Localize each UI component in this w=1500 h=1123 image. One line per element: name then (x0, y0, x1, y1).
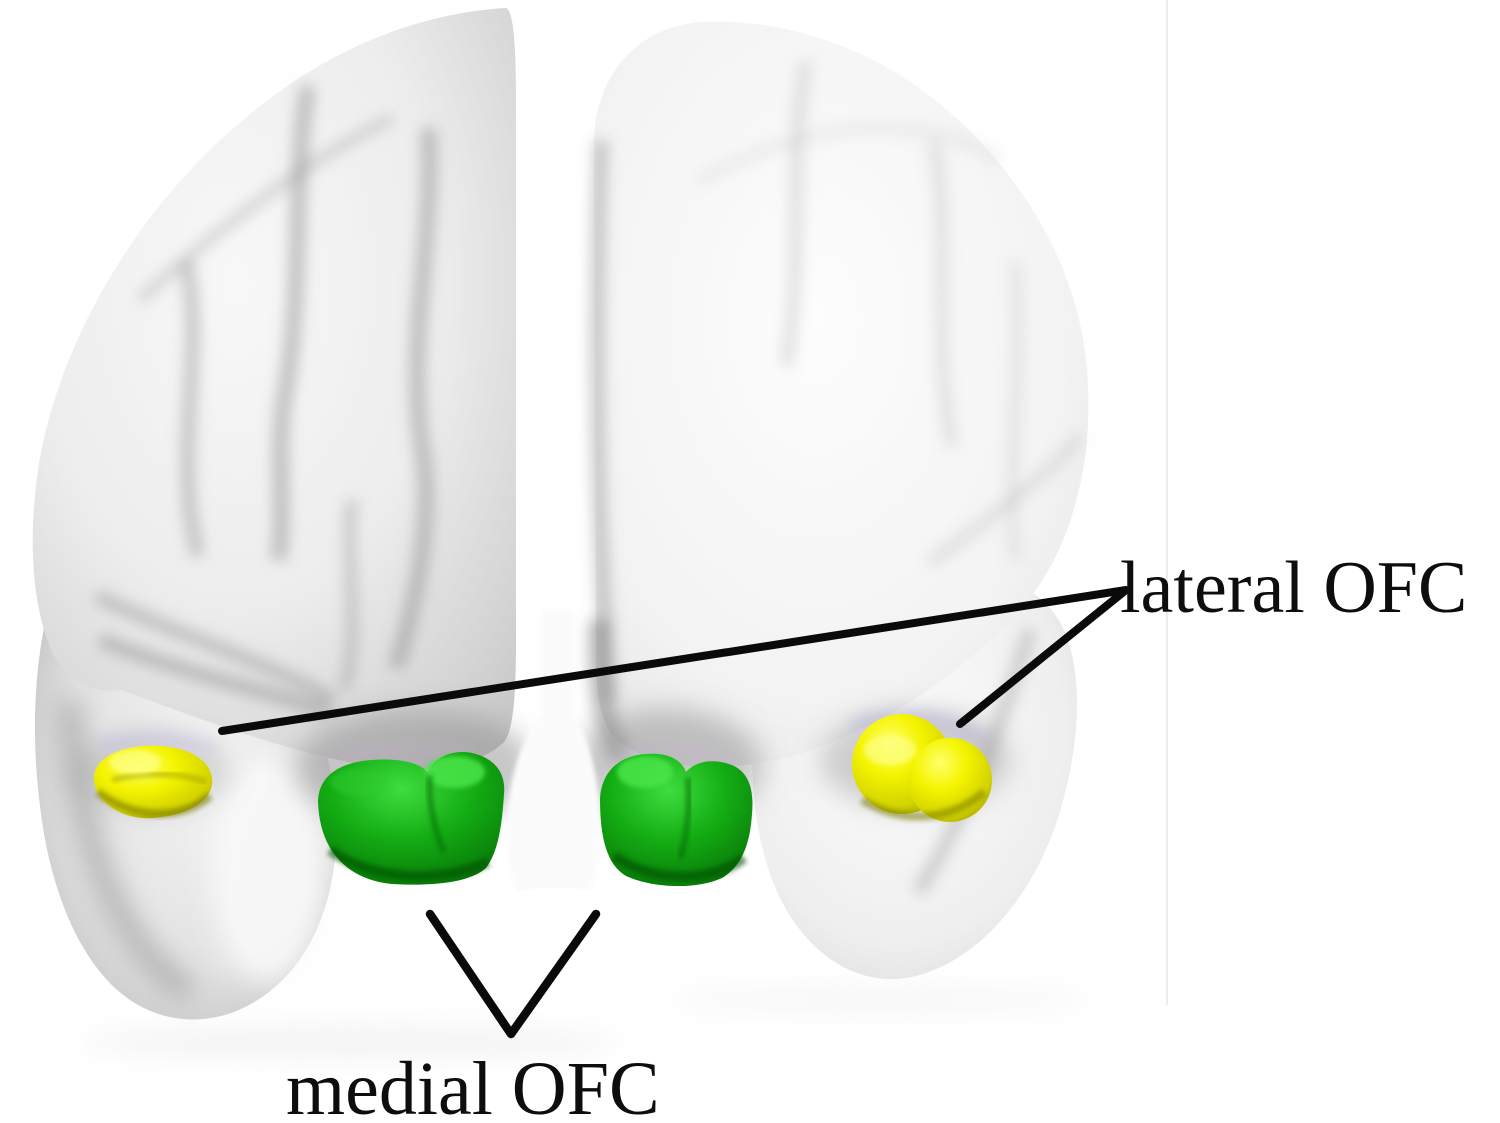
color-fringes (99, 712, 988, 766)
midline-bright-area (431, 888, 681, 1012)
left-hemisphere-sulci (93, 84, 438, 719)
left-hemisphere (32, 8, 516, 770)
lateral-ofc-pointer-lines (218, 586, 1130, 735)
left-hemisphere-surface (32, 8, 516, 770)
medial-ofc-pointer-lines (425, 909, 601, 1039)
ground-shadow-right (670, 986, 1090, 1014)
right-hemisphere-surface (594, 21, 1089, 767)
interhemispheric-fissure (431, 610, 681, 1012)
left-temporal-highlight (210, 755, 326, 985)
medial-ofc-label: medial OFC (286, 1047, 660, 1123)
medial-tongue (506, 610, 600, 918)
left-temporal-shadow-crease (59, 699, 197, 1002)
scan-artifact-line (1166, 0, 1168, 1005)
medial-ofc-left-blob (318, 752, 505, 885)
lateral-ofc-right-blob (852, 714, 992, 822)
lateral-ofc-label: lateral OFC (1120, 547, 1467, 629)
lateral-ofc-left-blob (93, 745, 213, 819)
ground-shadow-left (80, 1026, 620, 1058)
brain-illustration (32, 8, 1090, 1058)
annotations: lateral OFC medial OFC (218, 547, 1467, 1123)
medial-ofc-right-blob (600, 753, 753, 887)
